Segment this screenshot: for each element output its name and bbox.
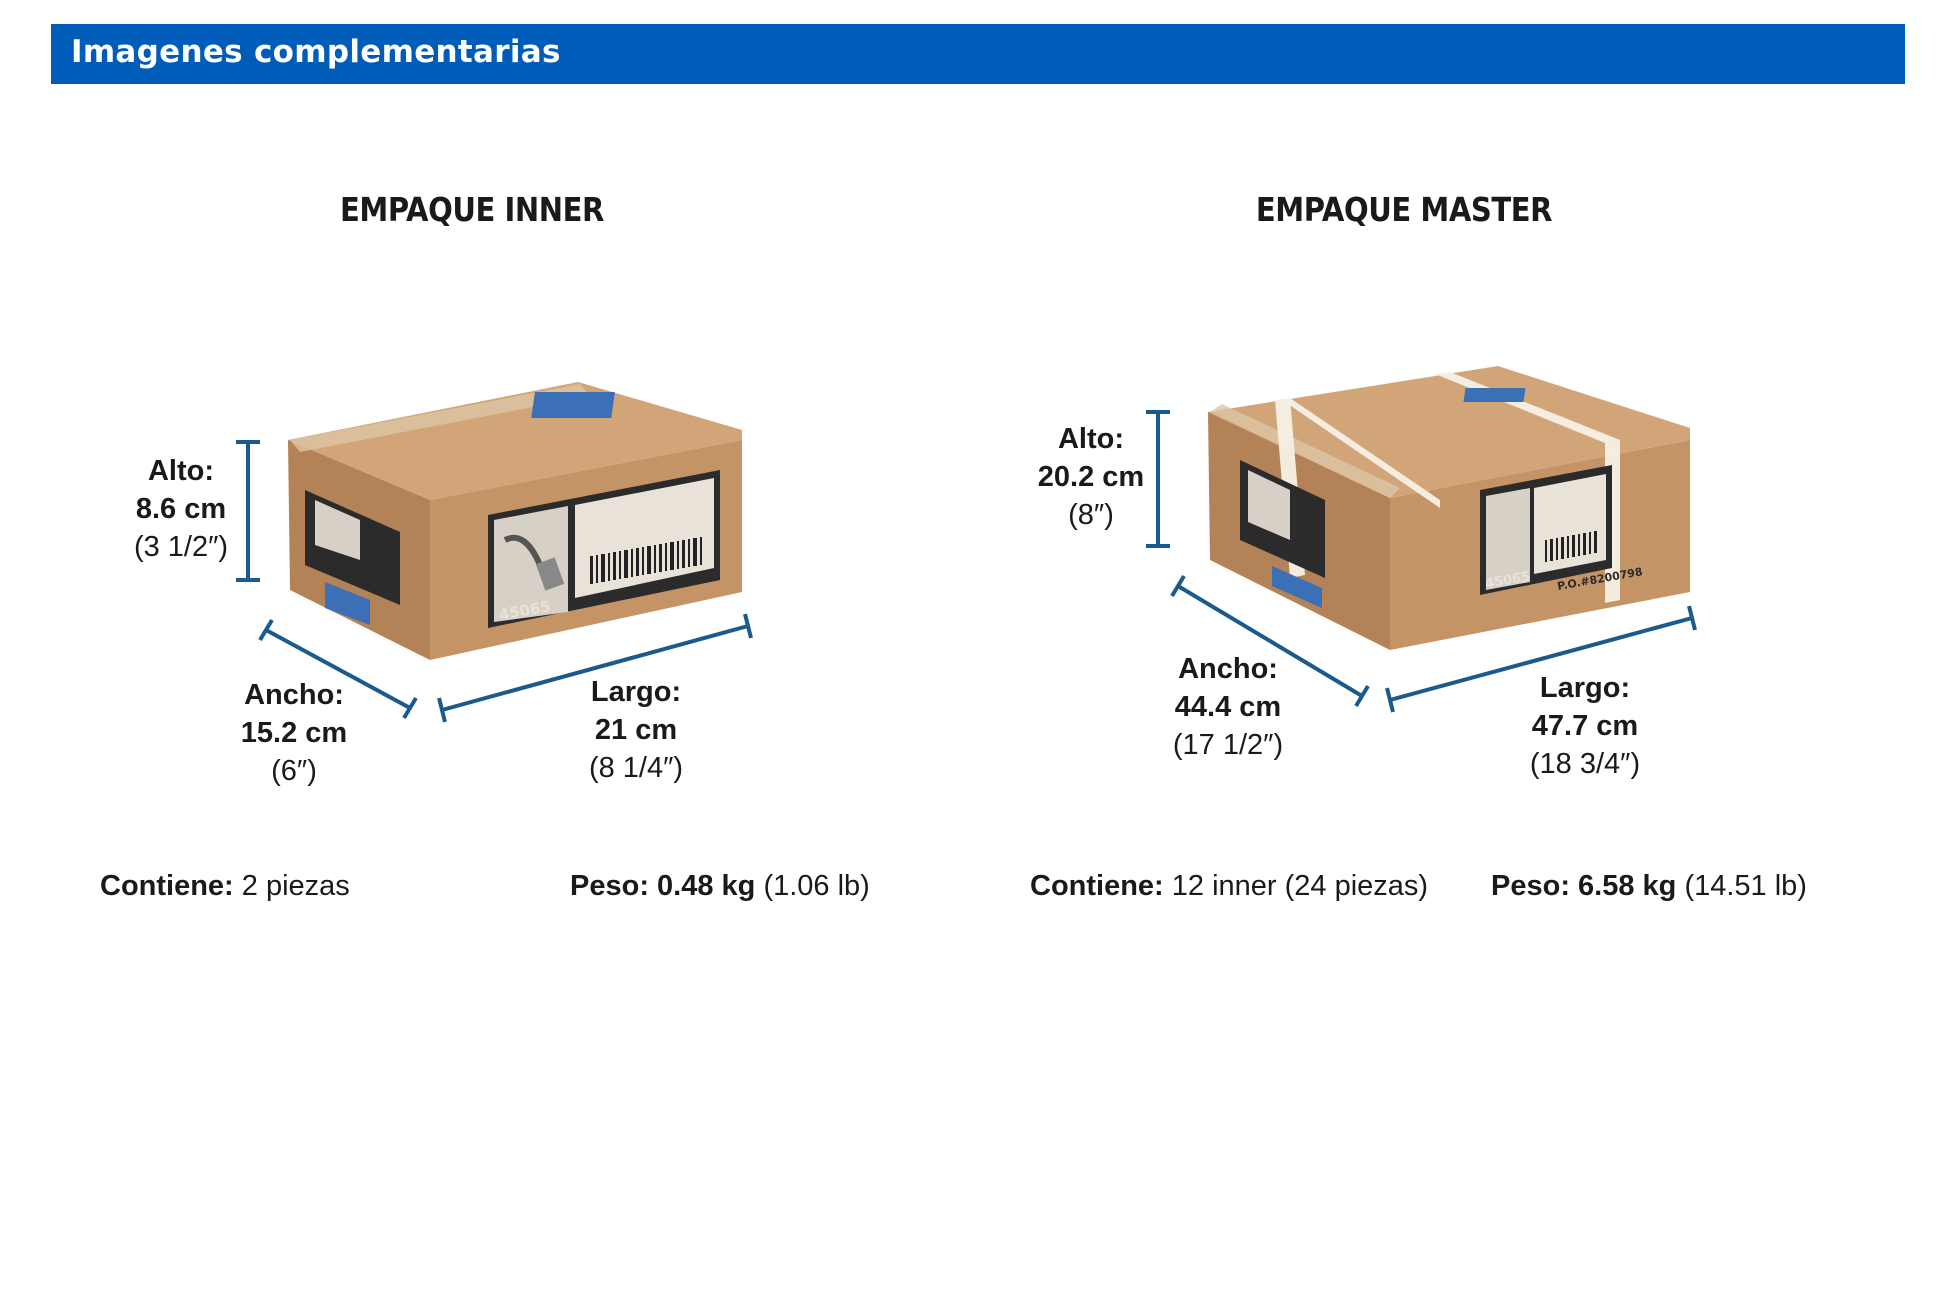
master-peso: Peso: 6.58 kg (14.51 lb)	[1491, 870, 1807, 903]
master-largo: Largo: 47.7 cm (18 3/4″)	[1485, 669, 1685, 783]
master-ancho-metric: 44.4 cm	[1174, 691, 1282, 723]
inner-largo-label: Largo:	[590, 676, 682, 708]
master-largo-label: Largo:	[1539, 672, 1631, 704]
master-alto-metric: 20.2 cm	[1037, 461, 1145, 493]
inner-largo-metric: 21 cm	[594, 714, 678, 746]
master-ancho: Ancho: 44.4 cm (17 1/2″)	[1128, 650, 1328, 764]
master-largo-metric: 47.7 cm	[1531, 710, 1639, 742]
inner-ancho-imperial: (6″)	[271, 755, 317, 787]
inner-alto-label: Alto:	[147, 455, 215, 487]
inner-peso-metric: 0.48 kg	[657, 870, 756, 902]
inner-peso-label: Peso:	[570, 870, 649, 902]
master-title: EMPAQUE MASTER	[1255, 190, 1553, 229]
inner-contiene: Contiene: 2 piezas	[100, 870, 350, 903]
header-bar: Imagenes complementarias	[51, 24, 1905, 84]
master-alto-imperial: (8″)	[1068, 499, 1114, 531]
master-dimension-lines	[1146, 410, 1697, 713]
master-ancho-label: Ancho:	[1178, 653, 1278, 685]
inner-alto-metric: 8.6 cm	[135, 493, 227, 525]
inner-alto-imperial: (3 1/2″)	[133, 531, 229, 563]
master-box-image	[1208, 366, 1690, 650]
inner-alto: Alto: 8.6 cm (3 1/2″)	[81, 452, 281, 566]
inner-peso: Peso: 0.48 kg (1.06 lb)	[570, 870, 870, 903]
master-ancho-imperial: (17 1/2″)	[1172, 729, 1284, 761]
master-peso-metric: 6.58 kg	[1578, 870, 1677, 902]
inner-ancho-label: Ancho:	[244, 679, 344, 711]
master-contiene-label: Contiene:	[1030, 870, 1164, 902]
inner-peso-imperial: (1.06 lb)	[763, 870, 870, 902]
inner-ancho-metric: 15.2 cm	[240, 717, 348, 749]
inner-title: EMPAQUE INNER	[340, 190, 604, 229]
master-alto-label: Alto:	[1057, 423, 1125, 455]
inner-ancho: Ancho: 15.2 cm (6″)	[194, 676, 394, 790]
inner-dimension-lines	[236, 440, 753, 723]
master-alto: Alto: 20.2 cm (8″)	[991, 420, 1191, 534]
inner-largo-imperial: (8 1/4″)	[588, 752, 684, 784]
master-peso-imperial: (14.51 lb)	[1684, 870, 1807, 902]
inner-contiene-value: 2 piezas	[241, 870, 350, 902]
inner-largo: Largo: 21 cm (8 1/4″)	[536, 673, 736, 787]
inner-contiene-label: Contiene:	[100, 870, 234, 902]
master-largo-imperial: (18 3/4″)	[1529, 748, 1641, 780]
master-peso-label: Peso:	[1491, 870, 1570, 902]
master-contiene: Contiene: 12 inner (24 piezas)	[1030, 870, 1428, 903]
inner-box-image	[288, 382, 742, 660]
page-title: Imagenes complementarias	[71, 34, 561, 70]
master-contiene-value: 12 inner (24 piezas)	[1171, 870, 1429, 902]
